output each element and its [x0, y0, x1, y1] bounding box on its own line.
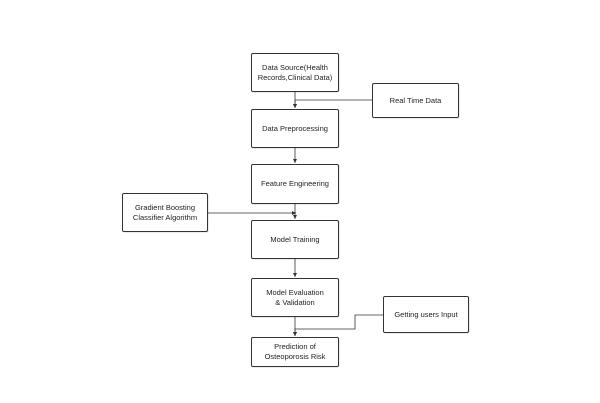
node-gradient-boosting-label: Gradient Boosting Classifier Algorithm [132, 202, 198, 222]
node-real-time-data-label: Real Time Data [389, 95, 442, 105]
node-prediction-label: Prediction of Osteoporosis Risk [264, 342, 326, 361]
node-data-source-label: Data Source(Health Records,Clinical Data… [257, 62, 333, 82]
node-model-training: Model Training [251, 220, 339, 259]
node-data-source: Data Source(Health Records,Clinical Data… [251, 53, 339, 92]
node-user-input: Getting users Input [383, 296, 469, 333]
node-user-input-label: Getting users Input [394, 309, 458, 319]
node-real-time-data: Real Time Data [372, 83, 459, 118]
node-data-preprocessing: Data Preprocessing [251, 109, 339, 148]
node-model-evaluation: Model Evaluation & Validation [251, 278, 339, 317]
node-feature-engineering-label: Feature Engineering [261, 179, 329, 188]
node-feature-engineering: Feature Engineering [251, 164, 339, 204]
node-model-training-label: Model Training [270, 234, 320, 244]
node-gradient-boosting: Gradient Boosting Classifier Algorithm [122, 193, 208, 232]
arrow-userinput-to-prediction [293, 314, 383, 336]
node-prediction: Prediction of Osteoporosis Risk [251, 337, 339, 367]
node-model-evaluation-label: Model Evaluation & Validation [266, 287, 324, 307]
node-data-preprocessing-label: Data Preprocessing [262, 123, 328, 133]
arrow-realtime-to-preprocessing [293, 99, 372, 108]
